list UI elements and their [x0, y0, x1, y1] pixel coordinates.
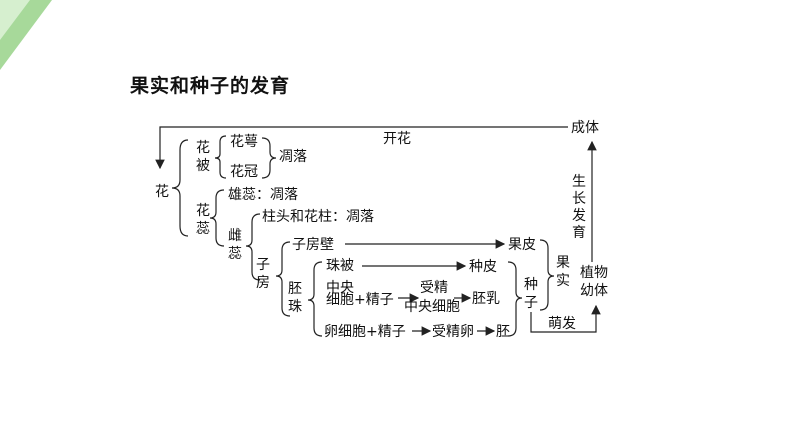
- arrow-germination: [530, 304, 601, 333]
- brace-flower: [171, 139, 189, 237]
- node-fruit-2: 实: [556, 273, 570, 289]
- node-flower: 花: [155, 184, 169, 200]
- node-perianth-2: 被: [196, 158, 210, 174]
- page-title: 果实和种子的发育: [130, 75, 291, 97]
- label-flowering: 开花: [383, 131, 411, 147]
- node-integument: 珠被: [326, 258, 354, 274]
- node-withers-1: 凋落: [279, 149, 307, 165]
- node-fertilized-egg: 受精卵: [432, 324, 474, 340]
- node-fruit-1: 果: [556, 255, 570, 271]
- node-plus-sperm-1: +精子: [354, 292, 394, 308]
- node-petal: 花冠: [230, 164, 258, 180]
- brace-withers: [261, 137, 277, 179]
- node-ovary-1: 子: [256, 257, 270, 273]
- node-seedling-1: 植物: [580, 265, 608, 281]
- corner-decoration: [0, 0, 52, 70]
- node-sepal: 花萼: [230, 134, 258, 150]
- label-germination: 萌发: [548, 316, 576, 332]
- node-ovary-wall: 子房壁: [292, 237, 334, 253]
- loop-arrow-top: [155, 126, 568, 170]
- node-perianth-1: 花: [196, 140, 210, 156]
- node-stamen: 雄蕊：凋落: [228, 187, 298, 203]
- node-stigma-style: 柱头和花柱：凋落: [262, 209, 374, 225]
- brace-fruit: [539, 239, 555, 311]
- label-growth-2: 长: [572, 191, 586, 207]
- node-ovary-2: 房: [256, 275, 270, 291]
- node-seed-coat: 种皮: [469, 259, 497, 275]
- node-ovule-2: 珠: [288, 299, 302, 315]
- node-endosperm: 胚乳: [472, 291, 500, 307]
- node-pistil-2: 蕊: [228, 246, 242, 262]
- node-seedling-2: 幼体: [580, 283, 608, 299]
- node-pistil-stamen-2: 蕊: [196, 221, 210, 237]
- brace-ovary: [275, 241, 291, 317]
- node-central: 中央: [326, 280, 354, 296]
- label-growth-4: 育: [572, 225, 586, 241]
- node-pistil-stamen-1: 花: [196, 203, 210, 219]
- node-pericarp: 果皮: [508, 237, 536, 253]
- label-growth-1: 生: [572, 174, 586, 190]
- node-cell: 细胞: [326, 292, 354, 308]
- node-ovule-1: 胚: [288, 281, 302, 297]
- node-embryo: 胚: [496, 324, 510, 340]
- label-growth-3: 发: [572, 208, 586, 224]
- node-fertilized: 受精: [420, 280, 448, 296]
- brace-perianth: [214, 135, 227, 179]
- node-adult: 成体: [571, 120, 599, 136]
- node-seed-1: 种: [524, 277, 538, 293]
- brace-seed-inner: [507, 261, 523, 337]
- node-seed-2: 子: [524, 295, 538, 311]
- node-pistil-1: 雌: [228, 228, 242, 244]
- brace-pistil: [245, 213, 261, 281]
- node-central-cell: 中央细胞: [404, 299, 460, 315]
- node-egg-plus-sperm: 卵细胞+精子: [324, 324, 406, 340]
- brace-pistil-stamen: [209, 189, 225, 247]
- brace-ovule: [307, 261, 323, 337]
